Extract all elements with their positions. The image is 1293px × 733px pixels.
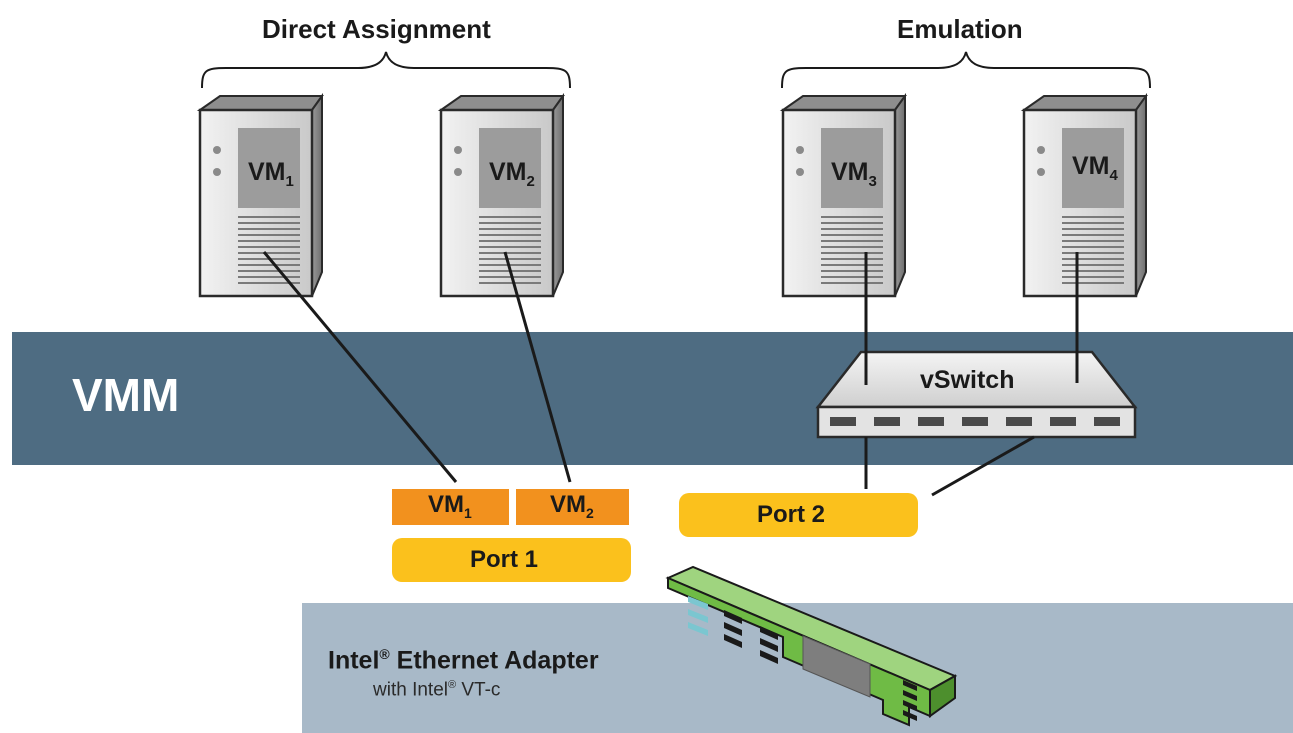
server-icon: [1022, 94, 1148, 298]
vf-label-vm2: VM2: [550, 491, 594, 521]
emulation-heading: Emulation: [897, 14, 1023, 44]
vf-box-vm1: [392, 489, 509, 525]
direct-assignment-heading: Direct Assignment: [262, 14, 491, 44]
port2-box: [679, 493, 918, 537]
server-icon: [781, 94, 907, 298]
network-card-icon: [665, 565, 958, 727]
connection-lines: [262, 251, 1079, 497]
vf-box-vm2: [516, 489, 629, 525]
direct-assignment-bracket: [201, 51, 571, 89]
port2-label: Port 2: [757, 501, 826, 528]
vm4-label: VM4: [1072, 152, 1118, 184]
vswitch-label: vSwitch: [920, 366, 1015, 394]
vm2-label: VM2: [489, 158, 535, 190]
server-icon: [439, 94, 565, 298]
adapter-title: Intel® Ethernet Adapter: [328, 646, 599, 675]
port1-label: Port 1: [470, 546, 539, 573]
server-icon: [198, 94, 324, 298]
vm1-label: VM1: [248, 158, 294, 190]
port1-box: [392, 538, 631, 582]
vmm-label: VMM: [72, 369, 180, 421]
emulation-bracket: [781, 51, 1151, 89]
adapter-subtitle: with Intel® VT-c: [373, 679, 501, 701]
vf-label-vm1: VM1: [428, 491, 472, 521]
network-switch-icon: [815, 350, 1138, 439]
vm3-label: VM3: [831, 158, 877, 190]
